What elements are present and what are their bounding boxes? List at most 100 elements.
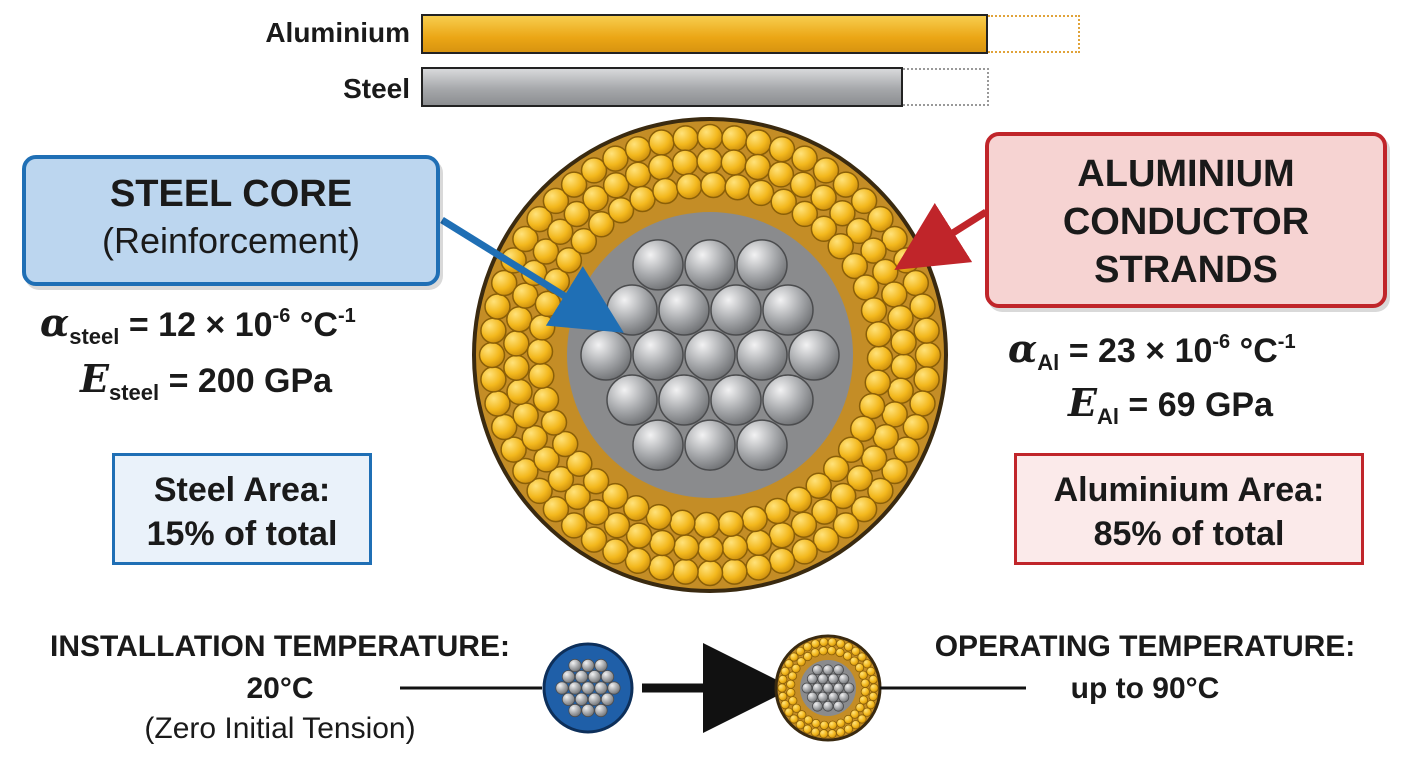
aluminium-strand: [768, 547, 796, 575]
aluminium-strand: [672, 125, 699, 152]
aluminium-strand: [881, 281, 908, 308]
steel-strand: [822, 700, 834, 712]
aluminium-strand: [671, 149, 699, 176]
aluminium-strand: [810, 648, 820, 658]
steel-strand: [606, 374, 658, 426]
aluminium-strand: [914, 341, 942, 369]
aluminium-strand: [909, 293, 936, 320]
aluminium-strand: [724, 173, 751, 201]
aluminium-alpha: αAl = 23 × 10-6 °C-1: [1008, 326, 1296, 375]
steel-strand: [817, 691, 829, 703]
steel-core-title: STEEL CORE: [109, 173, 353, 215]
aluminium-strand: [789, 714, 799, 724]
aluminium-strand: [867, 477, 894, 505]
aluminium-modulus-value: = 69 GPa: [1128, 386, 1274, 424]
aluminium-strand: [866, 345, 894, 372]
aluminium-strand: [828, 720, 838, 730]
aluminium-strand: [700, 171, 727, 199]
steel-strand: [555, 681, 569, 695]
aluminium-strand: [623, 494, 650, 522]
aluminium-strand: [789, 652, 799, 662]
aluminium-alpha-unit: °C: [1239, 332, 1278, 370]
aluminium-strand: [843, 714, 853, 725]
aluminium-strand: [566, 450, 593, 477]
aluminium-strand: [866, 699, 876, 710]
aluminium-strand: [532, 238, 560, 265]
aluminium-strand: [542, 495, 570, 523]
aluminium-strand: [858, 695, 869, 705]
aluminium-conductor-callout: ALUMINIUM CONDUCTOR STRANDS: [985, 132, 1387, 308]
steel-alpha-unit: °C: [299, 306, 338, 344]
steel-core-arrow: [440, 217, 624, 333]
aluminium-strand: [827, 233, 854, 260]
steel-expansion-extension: [903, 68, 989, 106]
aluminium-strand: [786, 688, 796, 698]
aluminium-strand: [835, 727, 846, 737]
steel-strand: [607, 681, 621, 695]
aluminium-strand: [780, 666, 790, 677]
steel-strand: [581, 703, 595, 718]
aluminium-strand: [812, 157, 840, 184]
steel-alpha: αsteel = 12 × 10-6 °C-1: [40, 300, 356, 349]
aluminium-strand: [629, 185, 656, 213]
aluminium-strand: [624, 135, 652, 163]
aluminium-strand: [780, 699, 790, 710]
aluminium-strand: [789, 171, 817, 198]
aluminium-strand: [791, 703, 802, 713]
steel-strand: [833, 682, 844, 694]
aluminium-strand: [533, 446, 560, 473]
aluminium-strand: [721, 534, 749, 561]
aluminium-strand: [791, 663, 801, 674]
steel-alpha-exponent: -6: [272, 305, 291, 327]
aluminium-strand: [843, 724, 854, 734]
steel-strand: [736, 329, 788, 381]
aluminium-strand: [784, 707, 794, 717]
steel-strand: [581, 681, 595, 695]
aluminium-strand: [810, 215, 838, 243]
operating-cable-aluminium-strands: [777, 637, 879, 739]
aluminium-strand: [503, 330, 530, 357]
aluminium-area-value: 85% of total: [1093, 515, 1285, 553]
steel-strand: [600, 692, 615, 706]
aluminium-strand: [851, 646, 861, 656]
aluminium-strand: [721, 558, 748, 585]
installation-temperature-note: (Zero Initial Tension): [144, 712, 416, 745]
aluminium-strand: [860, 297, 888, 324]
aluminium-strand: [526, 477, 553, 505]
aluminium-strand: [887, 377, 914, 405]
aluminium-strand: [791, 538, 818, 565]
aluminium-strand: [764, 497, 791, 525]
steel-modulus-value: = 200 GPa: [168, 362, 333, 400]
aluminium-strand: [881, 401, 908, 428]
steel-strand: [762, 374, 814, 426]
aluminium-strand: [528, 362, 555, 390]
aluminium-strand: [672, 534, 700, 561]
aluminium-strand: [829, 482, 857, 510]
aluminium-strand: [805, 472, 832, 499]
aluminium-strand: [546, 218, 574, 246]
steel-strand: [574, 670, 589, 684]
aluminium-strand: [563, 200, 591, 228]
alpha-symbol: α: [1008, 326, 1038, 371]
steel-area-label: Steel Area:: [153, 471, 331, 509]
aluminium-strand: [786, 679, 796, 689]
aluminium-strand: [778, 674, 788, 685]
aluminium-strand: [542, 187, 570, 215]
aluminium-strand: [818, 646, 828, 656]
steel-strand: [632, 239, 684, 291]
aluminium-strand: [560, 512, 588, 539]
steel-strand: [587, 692, 602, 706]
aluminium-strand: [720, 149, 748, 176]
aluminium-strand: [490, 269, 518, 297]
aluminium-strand: [819, 720, 829, 730]
steel-core-subtitle: (Reinforcement): [101, 220, 361, 261]
aluminium-strand: [890, 329, 917, 356]
aluminium-strand: [500, 436, 527, 463]
aluminium-strand: [768, 521, 796, 549]
steel-modulus: Esteel = 200 GPa: [80, 356, 333, 405]
steel-strand: [838, 691, 850, 703]
aluminium-strand: [624, 547, 652, 575]
aluminium-strand: [521, 424, 548, 452]
steel-modulus-subscript: steel: [108, 380, 160, 405]
aluminium-strand: [551, 430, 579, 458]
